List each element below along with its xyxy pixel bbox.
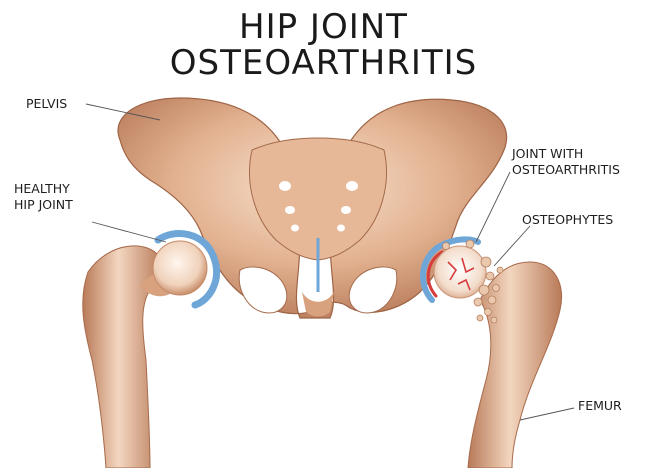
femur-leader-line: [520, 408, 574, 420]
healthy-joint-leader-line: [92, 222, 166, 242]
label-pelvis: PELVIS: [26, 96, 67, 112]
osteoarthritic-hip-joint: [423, 239, 503, 323]
label-osteophytes: OSTEOPHYTES: [522, 212, 613, 228]
label-femur: FEMUR: [578, 398, 622, 414]
osteophytes-leader-line: [494, 226, 530, 266]
label-joint-with-osteoarthritis: JOINT WITH OSTEOARTHRITIS: [512, 146, 620, 178]
label-healthy-hip-joint: HEALTHY HIP JOINT: [14, 181, 73, 213]
